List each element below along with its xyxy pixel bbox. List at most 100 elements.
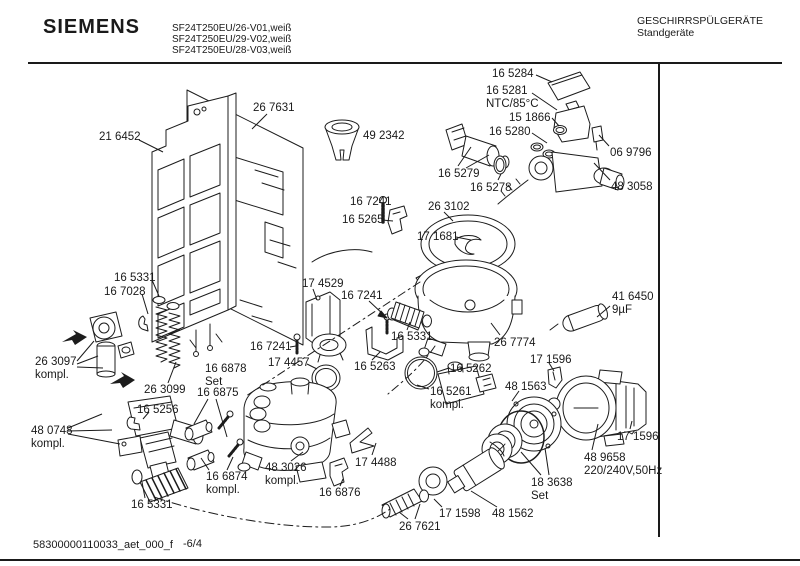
document-id: 58300000110033_aet_000_f	[33, 539, 173, 551]
part-number: 16 5331	[131, 499, 173, 511]
part-number: 16 5281	[486, 85, 528, 97]
part-number: 16 7241	[350, 196, 392, 208]
part-label: 16 7241	[250, 341, 292, 354]
part-label: 16 7028	[104, 286, 146, 299]
part-label: 16 6875	[197, 387, 239, 400]
part-number: 49 2342	[363, 130, 405, 142]
part-number: 16 5280	[489, 126, 531, 138]
part-label: 16 5263	[354, 361, 396, 374]
part-number: 48 1562	[492, 508, 534, 520]
part-number: 17 4457	[268, 357, 310, 369]
part-label: 26 7774	[494, 337, 536, 350]
part-label: 17 4529	[302, 278, 344, 291]
part-number: 17 4488	[355, 457, 397, 469]
part-label: 48 1562	[492, 508, 534, 521]
part-label: 26 7621	[399, 521, 441, 534]
part-label: 48 3058	[611, 181, 653, 194]
right-border	[658, 64, 660, 537]
part-number: 21 6452	[99, 131, 141, 143]
part-number: 16 5279	[438, 168, 480, 180]
part-number: 15 1866	[509, 112, 551, 124]
part-number: 16 5331	[114, 272, 156, 284]
part-number: 16 5256	[137, 404, 179, 416]
part-label: 16 5331	[114, 272, 156, 285]
part-label: 17 1596	[530, 354, 572, 367]
part-label: 17 1598	[439, 508, 481, 521]
part-label: 26 3099	[144, 384, 186, 397]
part-label: 49 2342	[363, 130, 405, 143]
part-sublabel: Set	[531, 490, 549, 502]
part-number: 26 3099	[144, 384, 186, 396]
model-number: SF24T250EU/26-V01,weiß	[172, 23, 292, 34]
category-subtitle: Standgeräte	[637, 27, 695, 39]
part-label: 16 5331	[391, 331, 433, 344]
part-number: 16 5331	[391, 331, 433, 343]
part-label: 15 1866	[509, 112, 551, 125]
part-label: 16 5280	[489, 126, 531, 139]
part-number: 26 7774	[494, 337, 536, 349]
part-label: 16 5256	[137, 404, 179, 417]
part-label: 26 3102	[428, 201, 470, 214]
part-label: 16 5331	[131, 499, 173, 512]
part-number: 17 1681	[417, 231, 459, 243]
part-sublabel: kompl.	[265, 475, 299, 487]
part-number: 16 5263	[354, 361, 396, 373]
part-number: 48 9658	[584, 452, 626, 464]
part-label: 26 7631	[253, 102, 295, 115]
part-sublabel: kompl.	[35, 369, 69, 381]
part-number: 17 4529	[302, 278, 344, 290]
part-number: 26 3102	[428, 201, 470, 213]
model-number: SF24T250EU/29-V02,weiß	[172, 34, 292, 45]
part-number: 41 6450	[612, 291, 654, 303]
part-number: 48 0748	[31, 425, 73, 437]
part-sublabel: 220/240V,50Hz	[584, 465, 663, 477]
page-indicator: -6/4	[183, 538, 202, 550]
part-number: 48 3026	[265, 462, 307, 474]
part-number: 16 7241	[341, 290, 383, 302]
part-label: 16 6876	[319, 487, 361, 500]
part-label: 17 1681	[417, 231, 459, 244]
part-label: 21 6452	[99, 131, 141, 144]
brand-logo: SIEMENS	[43, 16, 141, 38]
part-label: 16 5279	[438, 168, 480, 181]
part-sublabel: kompl.	[31, 438, 65, 450]
part-number: 16 7241	[250, 341, 292, 353]
part-label: 17 1596	[617, 431, 659, 444]
part-label: 17 4457	[268, 357, 310, 370]
part-number: 16 5284	[492, 68, 534, 80]
part-number: 16 6875	[197, 387, 239, 399]
part-sublabel: Set	[205, 376, 223, 388]
model-number: SF24T250EU/28-V03,weiß	[172, 45, 292, 56]
part-number: 26 3097	[35, 356, 77, 368]
category-block: GESCHIRRSPÜLGERÄTE Standgeräte	[637, 15, 763, 39]
part-sublabel: kompl.	[206, 484, 240, 496]
part-sublabel: kompl.	[430, 399, 464, 411]
part-number: 17 1596	[617, 431, 659, 443]
part-sublabel: NTC/85°C	[486, 98, 539, 110]
part-label: 48 1563	[505, 381, 547, 394]
part-number: 17 1598	[439, 508, 481, 520]
part-label: 17 4488	[355, 457, 397, 470]
part-number: 16 6878	[205, 363, 247, 375]
part-label: 16 7241	[350, 196, 392, 209]
part-number: 18 3638	[531, 477, 573, 489]
part-number: 26 7621	[399, 521, 441, 533]
part-label: 16 7241	[341, 290, 383, 303]
part-label: 06 9796	[610, 147, 652, 160]
part-number: 16 7028	[104, 286, 146, 298]
category-title: GESCHIRRSPÜLGERÄTE	[637, 15, 764, 27]
part-label: 16 5262	[450, 363, 492, 376]
part-number: 48 3058	[611, 181, 653, 193]
part-number: 48 1563	[505, 381, 547, 393]
model-list: SF24T250EU/26-V01,weiß SF24T250EU/29-V02…	[172, 23, 292, 56]
part-number: 16 6874	[206, 471, 248, 483]
